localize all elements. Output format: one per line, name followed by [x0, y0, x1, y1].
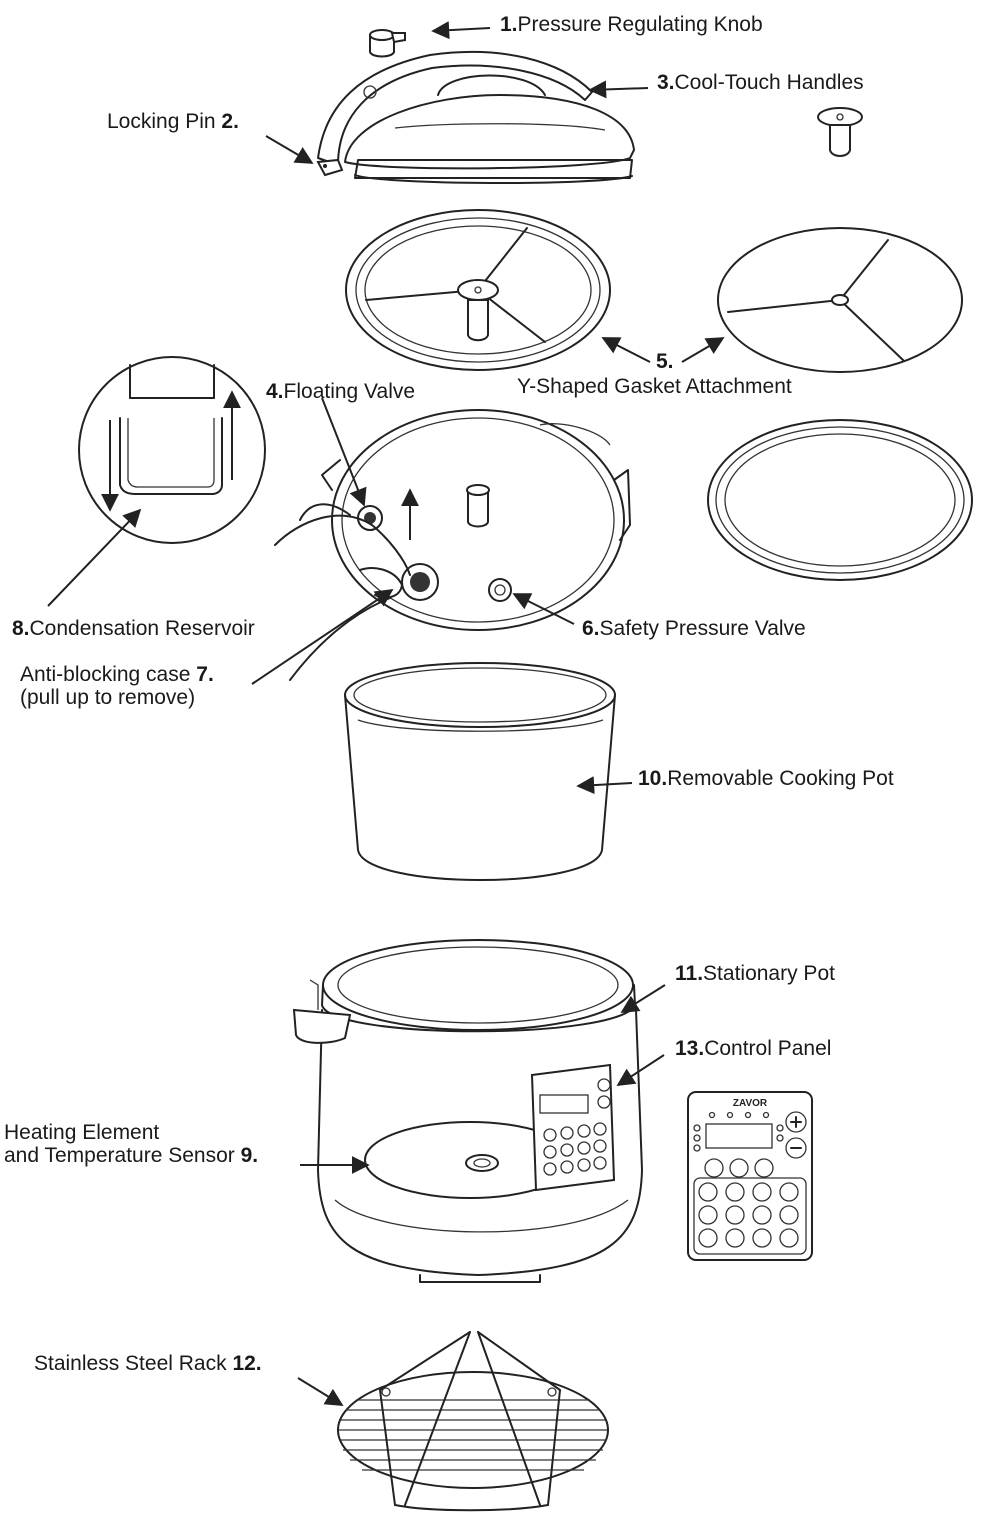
label-pressure-knob: 1.Pressure Regulating Knob: [500, 13, 763, 36]
label-temperature-sensor: and Temperature Sensor 9.: [4, 1144, 259, 1167]
gasket-with-attachment: [345, 209, 611, 371]
label-heating-element: Heating Element: [4, 1121, 160, 1144]
stationary-pot: [292, 939, 643, 1283]
brand-logo: ZAVOR: [733, 1098, 768, 1109]
label-stationary-pot: 11.Stationary Pot: [675, 962, 835, 985]
label-removable-cooking-pot: 10.Removable Cooking Pot: [638, 767, 894, 790]
steel-rack: [337, 1331, 609, 1512]
cool-touch-handle-drawing: [817, 107, 863, 157]
control-panel-detail: ZAVOR: [687, 1091, 813, 1261]
condensation-detail: [78, 356, 266, 544]
removable-cooking-pot: [344, 662, 616, 881]
label-locking-pin: Locking Pin 2.: [107, 110, 239, 133]
label-anti-blocking-case: Anti-blocking case 7.: [20, 663, 214, 686]
label-condensation-reservoir: 8.Condensation Reservoir: [12, 617, 255, 640]
label-cool-touch-handles: 3.Cool-Touch Handles: [657, 71, 864, 94]
mini-control-panel: [530, 1063, 616, 1192]
y-shaped-attachment: [717, 227, 963, 373]
lid-illustration: [316, 29, 635, 185]
label-gasket-number: 5.: [656, 350, 674, 373]
pressure-knob-drawing: [369, 29, 406, 58]
label-anti-blocking-note: (pull up to remove): [20, 686, 196, 709]
label-stainless-steel-rack: Stainless Steel Rack 12.: [34, 1352, 262, 1375]
lid-underside: [274, 409, 631, 681]
label-floating-valve: 4.Floating Valve: [266, 380, 416, 403]
label-control-panel: 13.Control Panel: [675, 1037, 832, 1060]
label-gasket-attachment: Y-Shaped Gasket Attachment: [517, 375, 792, 398]
sealing-ring: [707, 419, 973, 581]
label-safety-pressure-valve: 6.Safety Pressure Valve: [582, 617, 806, 640]
